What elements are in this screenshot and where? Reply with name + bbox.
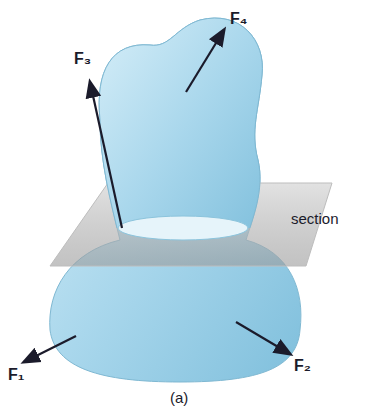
- force-label: F₂: [294, 357, 311, 375]
- force-label: F₃: [74, 50, 91, 68]
- part-label: section: [291, 210, 339, 227]
- figure-caption: (a): [170, 389, 188, 406]
- force-label: F₁: [8, 366, 24, 384]
- cut-surface: [118, 216, 248, 240]
- force-arrow: [236, 322, 290, 354]
- force-label: F₄: [230, 10, 247, 28]
- upper-body-part: [99, 18, 262, 247]
- force-arrow: [186, 30, 224, 92]
- force-arrow: [24, 336, 76, 362]
- force-arrow: [90, 82, 122, 228]
